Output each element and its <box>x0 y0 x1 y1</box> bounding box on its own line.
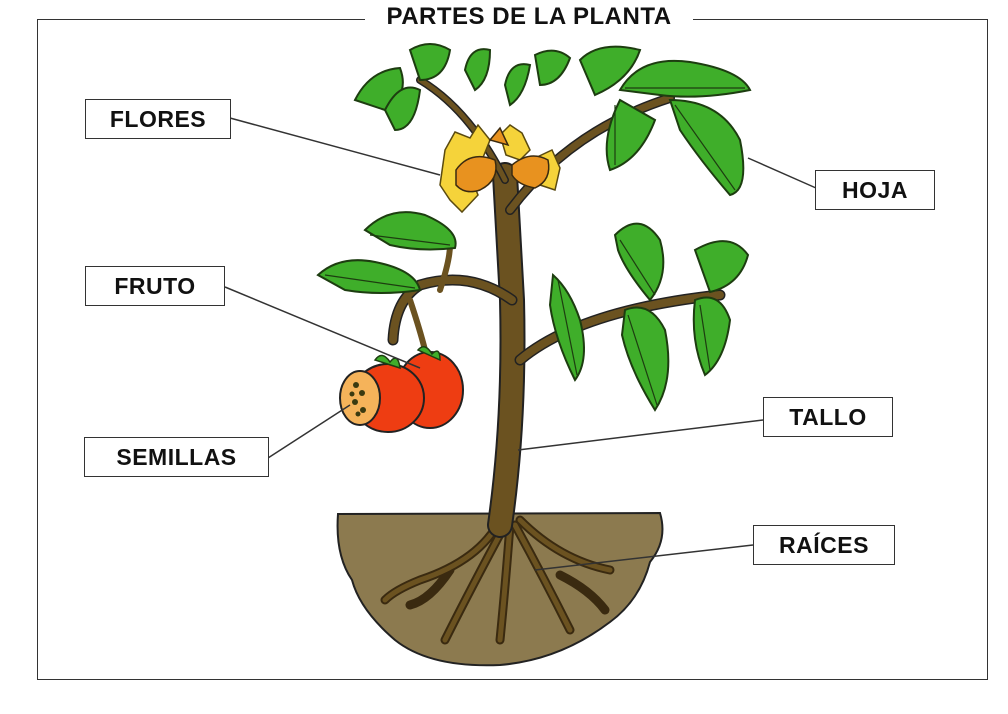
label-flores: FLORES <box>85 99 231 139</box>
label-fruto: FRUTO <box>85 266 225 306</box>
label-tallo: TALLO <box>763 397 893 437</box>
stem <box>387 76 726 538</box>
label-semillas: SEMILLAS <box>84 437 269 477</box>
seeds <box>349 382 366 417</box>
flowers <box>439 123 561 214</box>
fruit <box>339 346 464 433</box>
label-hoja: HOJA <box>815 170 935 210</box>
page-title: PARTES DE LA PLANTA <box>365 2 693 32</box>
leader-lines <box>224 117 817 571</box>
label-raices: RAÍCES <box>753 525 895 565</box>
soil <box>336 511 664 667</box>
leaf-veins <box>324 87 745 406</box>
